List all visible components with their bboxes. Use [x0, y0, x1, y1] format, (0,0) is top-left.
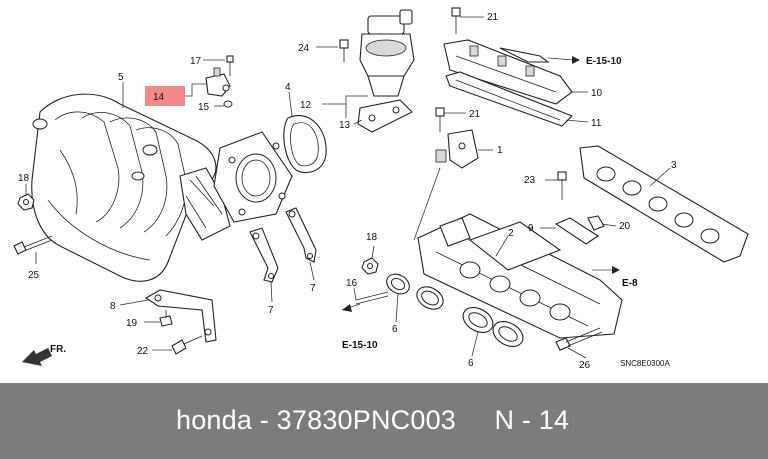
- diagram-code-label: SNC8E0300A: [620, 359, 670, 368]
- front-direction-arrow: FR.: [22, 344, 66, 366]
- manifold-bracket-a-part: [249, 227, 279, 283]
- egr-valve-part: [359, 9, 415, 97]
- callout-label-14[interactable]: 14: [153, 92, 165, 103]
- manifold-stay-part: [144, 289, 217, 343]
- fuel-rail-part: [443, 39, 573, 105]
- reference-labels: E-15-10 E-8 E-15-10: [342, 56, 638, 351]
- callout-label-5[interactable]: 5: [118, 72, 124, 83]
- callout-label-15[interactable]: 15: [198, 102, 210, 113]
- callout-label-12[interactable]: 12: [300, 100, 312, 111]
- callout-label-13[interactable]: 13: [339, 120, 351, 131]
- bolt-26-part: [555, 327, 603, 351]
- bolt-19-part: [159, 310, 173, 327]
- part-number-caption: honda - 37830PNC003 N - 14: [176, 405, 570, 435]
- intake-sensor-1-part: [435, 129, 479, 169]
- egr-bolt-24-part: [339, 39, 349, 62]
- manifold-bracket-b-part: [285, 207, 317, 263]
- callout-label-16[interactable]: 16: [346, 278, 358, 289]
- lower-manifold-part: [417, 213, 623, 339]
- callout-label-4[interactable]: 4: [285, 82, 291, 93]
- callout-label-6b[interactable]: 6: [468, 358, 474, 369]
- callout-label-24[interactable]: 24: [298, 43, 310, 54]
- reference-label-e-8[interactable]: E-8: [622, 278, 638, 289]
- port-gasket-a-part: [386, 273, 444, 310]
- port-gasket-b-part: [462, 307, 524, 347]
- callout-label-22[interactable]: 22: [137, 346, 149, 357]
- rail-bolt-21-part: [451, 7, 461, 34]
- callout-label-9[interactable]: 9: [528, 223, 534, 234]
- callout-label-18b[interactable]: 18: [366, 232, 378, 243]
- nut-18-left-part: [17, 193, 35, 211]
- callout-label-17[interactable]: 17: [190, 56, 202, 67]
- callout-label-1[interactable]: 1: [497, 145, 503, 156]
- manifold-bracket-9-part: [554, 217, 600, 245]
- callout-label-2[interactable]: 2: [508, 228, 514, 239]
- callout-numbers: 1 2 3 4 5 6 6 7 7 8 9 10 11 12 13 14 15 …: [18, 12, 677, 371]
- callout-label-23[interactable]: 23: [524, 175, 536, 186]
- reference-label-e-15-10-top[interactable]: E-15-10: [586, 56, 622, 67]
- stud-16-part: [355, 291, 389, 305]
- stud-bolt-25-part: [13, 235, 53, 255]
- exploded-parts-diagram: FR. 1 2 3 4 5 6 6 7 7 8 9 10 11 12 13 14…: [13, 7, 749, 371]
- egr-gasket-part: [357, 99, 413, 133]
- callout-label-21b[interactable]: 21: [469, 109, 481, 120]
- highlighted-callout-box: [145, 86, 185, 106]
- callout-label-3[interactable]: 3: [671, 160, 677, 171]
- throttle-flange-part: [213, 131, 293, 223]
- sensor-oring-part: [223, 100, 233, 108]
- callout-label-21a[interactable]: 21: [487, 12, 499, 23]
- callout-label-19[interactable]: 19: [126, 318, 138, 329]
- callout-label-25[interactable]: 25: [28, 270, 40, 281]
- callout-label-18a[interactable]: 18: [18, 173, 30, 184]
- sensor-bolt-part: [226, 55, 234, 76]
- callout-label-20[interactable]: 20: [619, 221, 631, 232]
- callout-label-10[interactable]: 10: [591, 88, 603, 99]
- part-caption-bar: honda - 37830PNC003 N - 14: [0, 383, 768, 459]
- map-sensor-part: [205, 67, 231, 97]
- callout-label-7b[interactable]: 7: [310, 283, 316, 294]
- rail-gasket-part: [445, 71, 573, 127]
- manifold-clip-20-part: [587, 215, 605, 231]
- gasket-stud-23-part: [557, 171, 567, 200]
- sensor-bolt-21b-part: [435, 107, 445, 132]
- callout-label-6a[interactable]: 6: [392, 324, 398, 335]
- intake-manifold-part: [31, 93, 231, 282]
- leader-lines: [25, 16, 671, 359]
- nut-18-right-part: [361, 257, 379, 275]
- bolt-22-part: [171, 335, 203, 355]
- callout-label-8[interactable]: 8: [110, 301, 116, 312]
- manifold-gasket-part: [579, 145, 749, 263]
- throttle-gasket-part: [283, 115, 327, 174]
- reference-label-e-15-10-bottom[interactable]: E-15-10: [342, 340, 378, 351]
- callout-label-11[interactable]: 11: [591, 118, 602, 129]
- callout-label-26[interactable]: 26: [579, 360, 591, 371]
- callout-label-7a[interactable]: 7: [268, 305, 274, 316]
- reference-arrows: [341, 56, 620, 312]
- front-marker-label: FR.: [50, 344, 66, 355]
